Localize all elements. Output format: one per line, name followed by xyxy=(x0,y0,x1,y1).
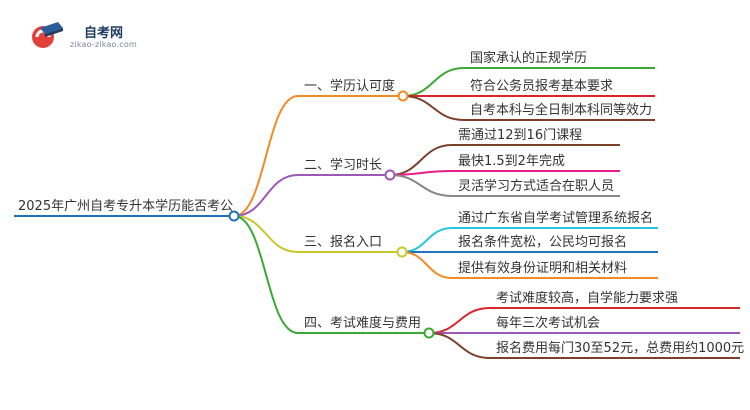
leaf-connector-4-1 xyxy=(428,307,491,334)
leaf-label-4-1: 考试难度较高，自学能力要求强 xyxy=(496,291,679,306)
leaf-label-1-1: 国家承认的正规学历 xyxy=(470,51,588,66)
branch-toggle-3[interactable] xyxy=(396,246,408,258)
branch-connector-2 xyxy=(233,174,299,217)
logo-title: 自考网 xyxy=(84,26,124,41)
node-layer xyxy=(228,90,435,339)
root-topic-label: 2025年广州自考专升本学历能否考公 xyxy=(18,199,234,214)
connector-layer xyxy=(14,67,740,359)
leaf-connector-3-1 xyxy=(401,227,453,253)
branch-connector-1 xyxy=(233,95,299,217)
branch-connector-4 xyxy=(233,215,299,334)
leaf-connector-1-3 xyxy=(402,95,465,121)
branch-label-2: 二、学习时长 xyxy=(304,158,383,173)
leaf-label-1-3: 自考本科与全日制本科同等效力 xyxy=(470,103,653,118)
site-logo[interactable]: 自考网 zikao-zikao.com xyxy=(30,18,140,52)
branch-label-4: 四、考试难度与费用 xyxy=(304,316,422,331)
branch-label-1: 一、学历认可度 xyxy=(304,79,396,94)
leaf-label-4-2: 每年三次考试机会 xyxy=(496,316,601,331)
leaf-label-3-1: 通过广东省自学考试管理系统报名 xyxy=(458,211,654,226)
leaf-label-2-3: 灵活学习方式适合在职人员 xyxy=(458,179,615,194)
leaf-connector-1-1 xyxy=(402,67,465,97)
logo-subtitle: zikao-zikao.com xyxy=(70,40,137,49)
leaf-label-1-2: 符合公务员报考基本要求 xyxy=(470,79,614,94)
branch-toggle-2[interactable] xyxy=(384,169,396,181)
root-toggle[interactable] xyxy=(228,210,240,222)
graduation-cap-icon xyxy=(32,22,63,48)
leaf-label-3-2: 报名条件宽松，公民均可报名 xyxy=(458,235,628,250)
leaf-label-3-3: 提供有效身份证明和相关材料 xyxy=(458,261,628,276)
branch-toggle-1[interactable] xyxy=(397,90,409,102)
leaf-connector-4-3 xyxy=(428,332,491,359)
branch-label-3: 三、报名入口 xyxy=(304,235,383,250)
leaf-label-2-2: 最快1.5到2年完成 xyxy=(458,154,565,169)
leaf-label-2-1: 需通过12到16门课程 xyxy=(458,128,583,143)
branch-connector-3 xyxy=(233,215,299,253)
leaf-label-4-3: 报名费用每门30至52元，总费用约1000元 xyxy=(496,341,745,356)
leaf-connector-3-3 xyxy=(401,251,453,279)
branch-toggle-4[interactable] xyxy=(423,327,435,339)
leaf-connector-2-3 xyxy=(389,174,453,197)
